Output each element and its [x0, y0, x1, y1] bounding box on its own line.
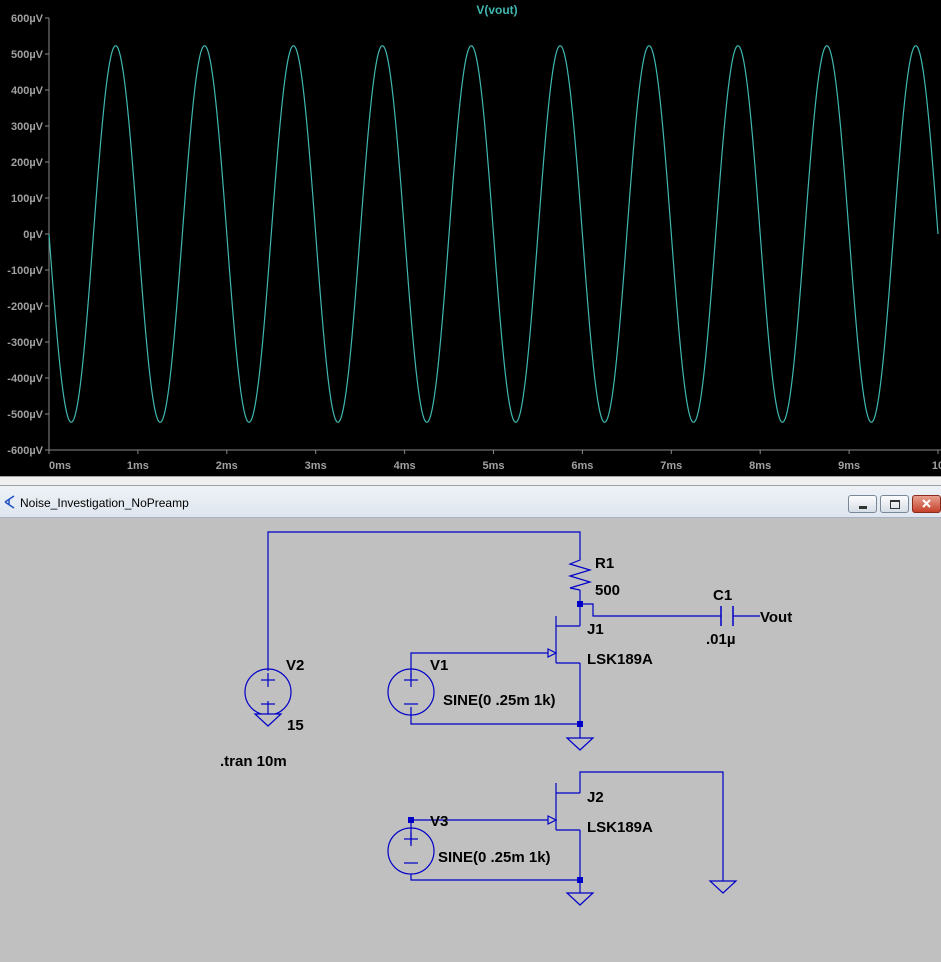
- ground-icon: [565, 737, 595, 751]
- ground-symbols: [253, 713, 738, 906]
- y-tick-label: -200µV: [7, 301, 43, 313]
- r1-value[interactable]: 500: [595, 582, 620, 599]
- y-tick-label: 300µV: [11, 121, 44, 133]
- j2-name[interactable]: J2: [587, 789, 604, 806]
- junction-dots: [408, 601, 583, 883]
- v1-name[interactable]: V1: [430, 657, 448, 674]
- wire-j2-drain[interactable]: [579, 771, 724, 881]
- close-icon: [922, 499, 931, 508]
- x-tick-label: 10: [932, 460, 941, 472]
- minimize-button[interactable]: [848, 495, 877, 513]
- resistor-r1[interactable]: [567, 556, 593, 591]
- y-tick-label: -100µV: [7, 265, 43, 277]
- x-tick-label: 5ms: [482, 460, 504, 472]
- x-tick-label: 1ms: [127, 460, 149, 472]
- window-titlebar[interactable]: Noise_Investigation_NoPreamp: [0, 486, 941, 518]
- y-tick-label: -300µV: [7, 337, 43, 349]
- jfet-j1[interactable]: [547, 616, 581, 664]
- x-tick-label: 6ms: [571, 460, 593, 472]
- x-tick-label: 3ms: [305, 460, 327, 472]
- x-tick-label: 4ms: [394, 460, 416, 472]
- v2-value[interactable]: 15: [287, 717, 304, 734]
- ground-icon: [253, 713, 283, 727]
- y-tick-label: -400µV: [7, 373, 43, 385]
- jfet-j2[interactable]: [547, 783, 581, 831]
- ground-icon: [708, 880, 738, 894]
- y-tick-label: 100µV: [11, 193, 44, 205]
- c1-name[interactable]: C1: [713, 587, 732, 604]
- y-tick-label: 600µV: [11, 13, 44, 25]
- vout-net-label[interactable]: Vout: [760, 609, 792, 626]
- wire-supply[interactable]: [267, 531, 581, 671]
- maximize-button[interactable]: [880, 495, 909, 513]
- waveform-plot-pane[interactable]: V(vout) 600µV 500µV 400µV 300µV 200µV 100µV 0µ…: [0, 0, 941, 476]
- y-tick-label: 400µV: [11, 85, 44, 97]
- capacitor-c1[interactable]: [720, 606, 734, 626]
- y-tick-label: 0µV: [23, 229, 43, 241]
- x-tick-label: 2ms: [216, 460, 238, 472]
- schematic-canvas[interactable]: R1 500 C1 .01µ Vout J1 LSK189A V1 SINE(0…: [0, 518, 941, 962]
- wires[interactable]: [267, 531, 760, 893]
- x-tick-label: 9ms: [838, 460, 860, 472]
- trace-v-vout: [48, 45, 939, 423]
- y-tick-label: 500µV: [11, 49, 44, 61]
- schematic-window: Noise_Investigation_NoPreamp: [0, 486, 941, 962]
- schematic-app-icon: [4, 495, 15, 509]
- v1-value[interactable]: SINE(0 .25m 1k): [443, 692, 556, 709]
- ground-icon: [565, 892, 595, 906]
- wire-v3-return[interactable]: [410, 874, 580, 881]
- y-tick-label: 200µV: [11, 157, 44, 169]
- j1-model[interactable]: LSK189A: [587, 651, 653, 668]
- v3-value[interactable]: SINE(0 .25m 1k): [438, 849, 551, 866]
- y-tick-label: -500µV: [7, 409, 43, 421]
- tran-directive[interactable]: .tran 10m: [220, 753, 287, 770]
- c1-value[interactable]: .01µ: [706, 631, 736, 648]
- x-tick-label: 7ms: [660, 460, 682, 472]
- wire-v1-return[interactable]: [410, 707, 580, 725]
- trace-name-label[interactable]: V(vout): [476, 3, 517, 17]
- y-tick-label: -600µV: [7, 445, 43, 457]
- r1-name[interactable]: R1: [595, 555, 614, 572]
- voltage-source-v1[interactable]: [387, 668, 435, 716]
- v3-name[interactable]: V3: [430, 813, 448, 830]
- close-button[interactable]: [912, 495, 941, 513]
- waveform-plot[interactable]: V(vout) 600µV 500µV 400µV 300µV 200µV 100µV 0µ…: [0, 0, 941, 476]
- wire-drain-to-c1[interactable]: [579, 590, 721, 617]
- v2-name[interactable]: V2: [286, 657, 304, 674]
- voltage-source-v3[interactable]: [387, 827, 435, 875]
- j1-name[interactable]: J1: [587, 621, 604, 638]
- j2-model[interactable]: LSK189A: [587, 819, 653, 836]
- pane-splitter[interactable]: [0, 476, 941, 486]
- x-tick-label: 0ms: [49, 460, 71, 472]
- window-title: Noise_Investigation_NoPreamp: [20, 496, 189, 510]
- x-tick-label: 8ms: [749, 460, 771, 472]
